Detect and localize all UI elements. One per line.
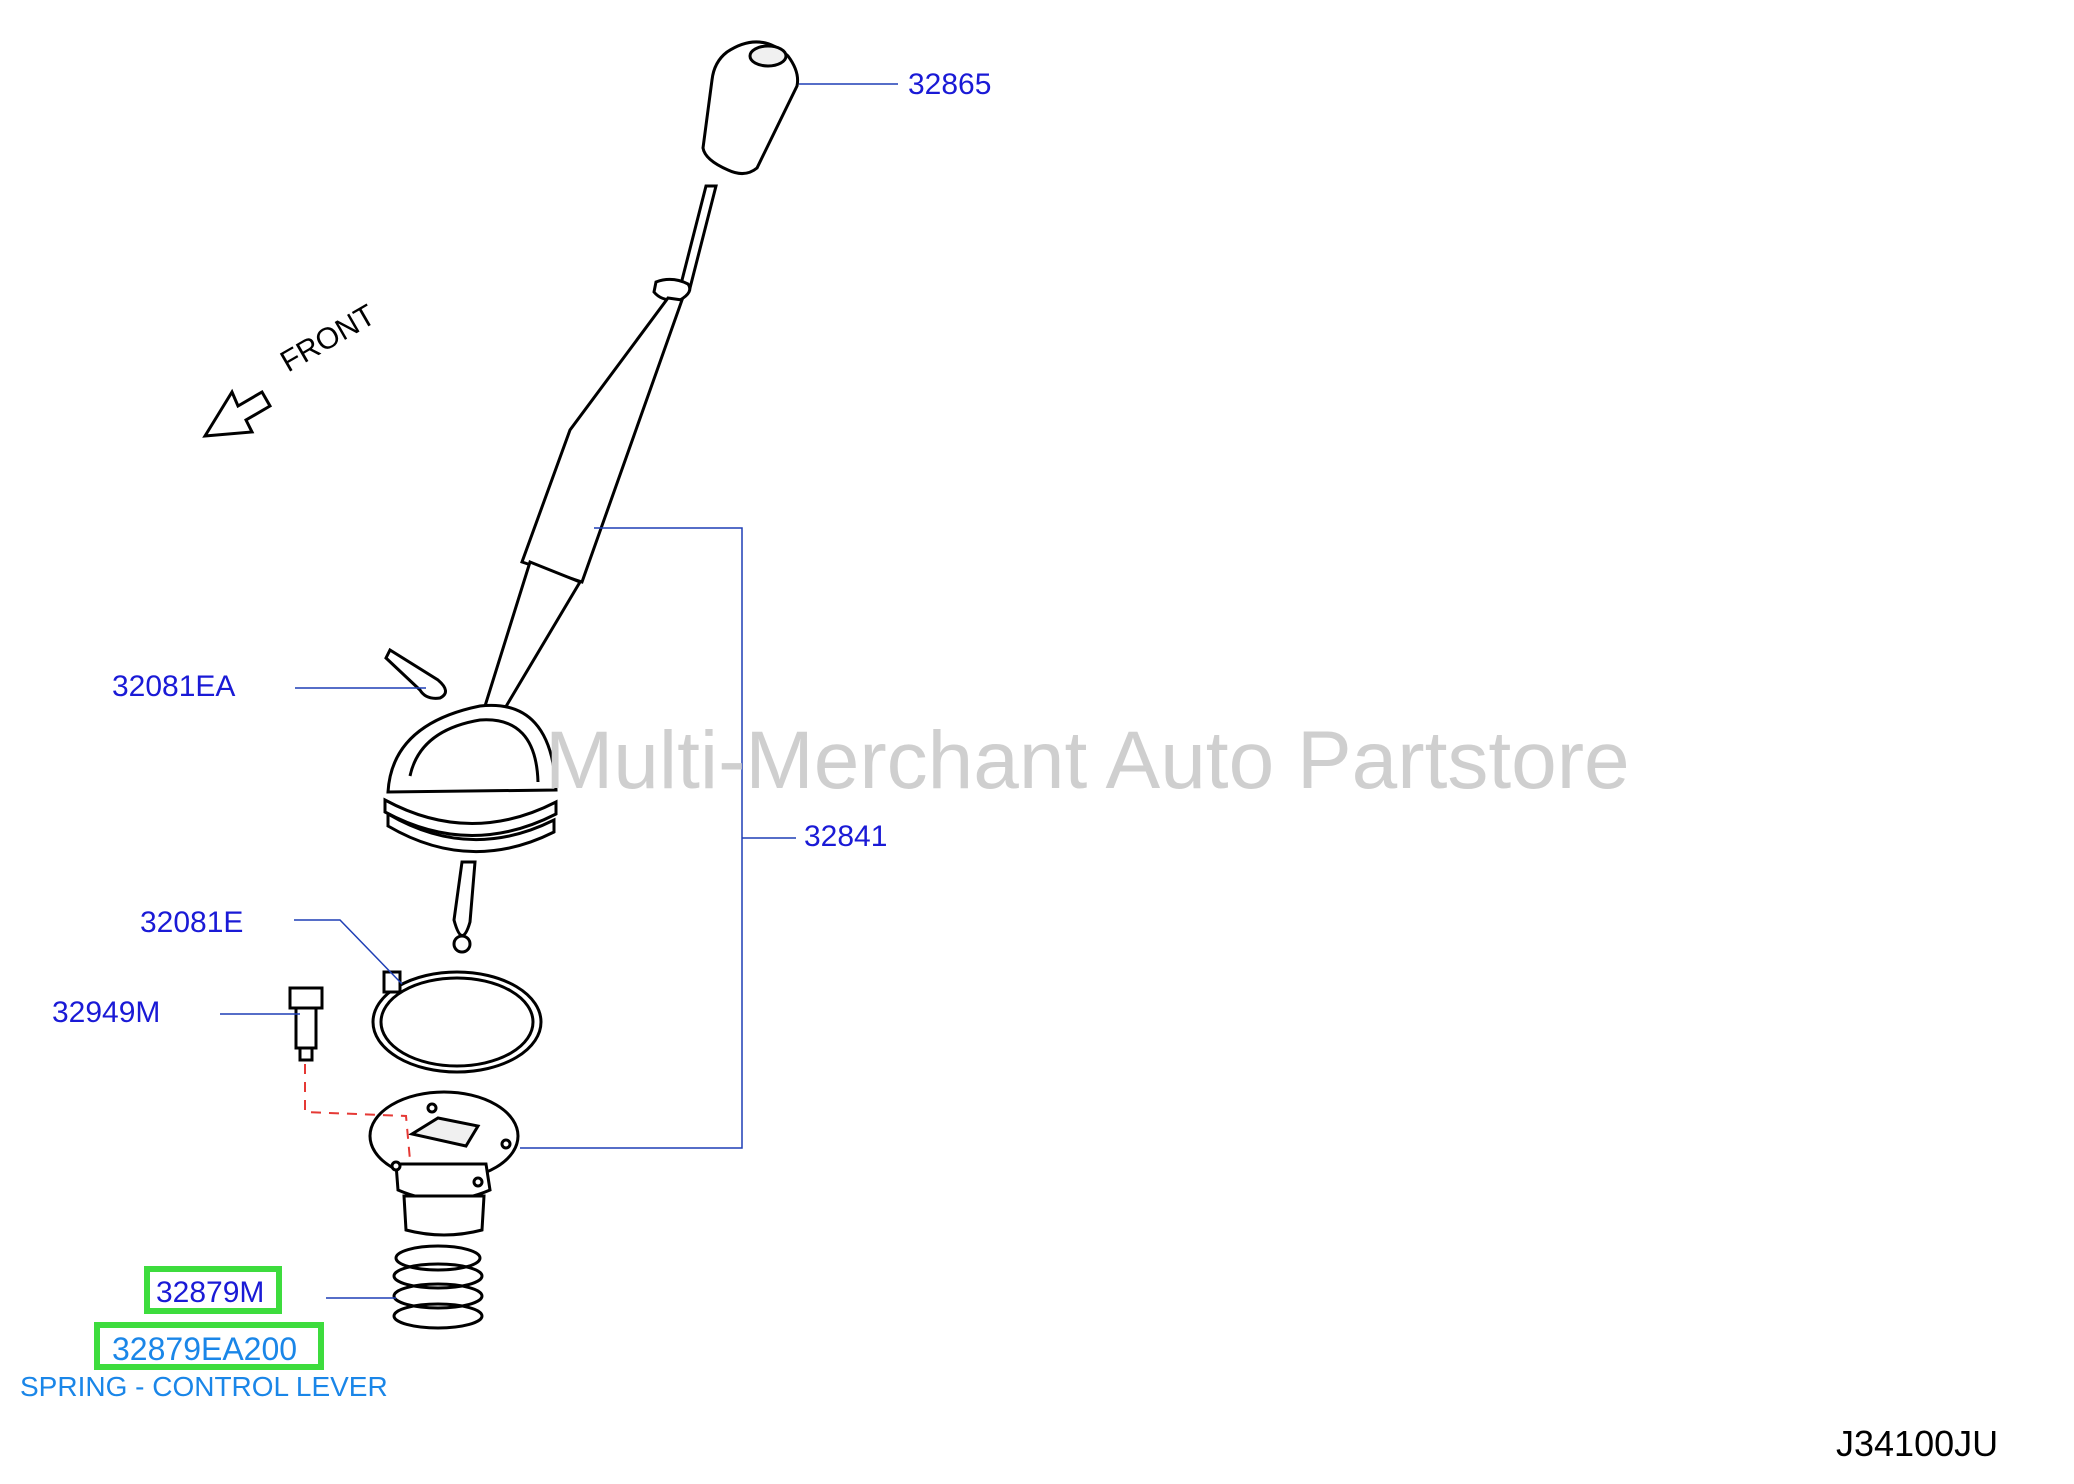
band-ring[interactable] <box>371 970 543 1074</box>
label-32949m[interactable]: 32949M <box>52 996 161 1029</box>
label-32081ea[interactable]: 32081EA <box>112 670 236 703</box>
bolt[interactable] <box>288 986 324 1062</box>
highlight-spring-part <box>94 1322 324 1370</box>
leader-lines <box>220 83 898 1299</box>
spring[interactable] <box>392 1244 484 1330</box>
front-arrow-icon <box>202 388 273 438</box>
pin[interactable] <box>384 647 447 700</box>
watermark: Multi-Merchant Auto Partstore <box>545 715 1630 806</box>
shift-lever[interactable] <box>478 184 718 733</box>
diagram-code: J34100JU <box>1836 1423 1999 1464</box>
label-32879m[interactable]: 32879M <box>156 1276 265 1309</box>
shift-knob[interactable] <box>701 40 800 175</box>
boot-assembly[interactable] <box>383 703 558 954</box>
label-32081e[interactable]: 32081E <box>140 906 244 939</box>
lever-base[interactable] <box>368 1090 520 1237</box>
bolt-link-dash <box>304 1064 411 1161</box>
label-32865[interactable]: 32865 <box>908 68 992 101</box>
label-32841[interactable]: 32841 <box>804 820 888 853</box>
spring-description: SPRING - CONTROL LEVER <box>20 1371 388 1402</box>
label-32879ea200[interactable]: 32879EA200 <box>112 1331 298 1367</box>
highlight-spring-ref <box>144 1266 282 1314</box>
